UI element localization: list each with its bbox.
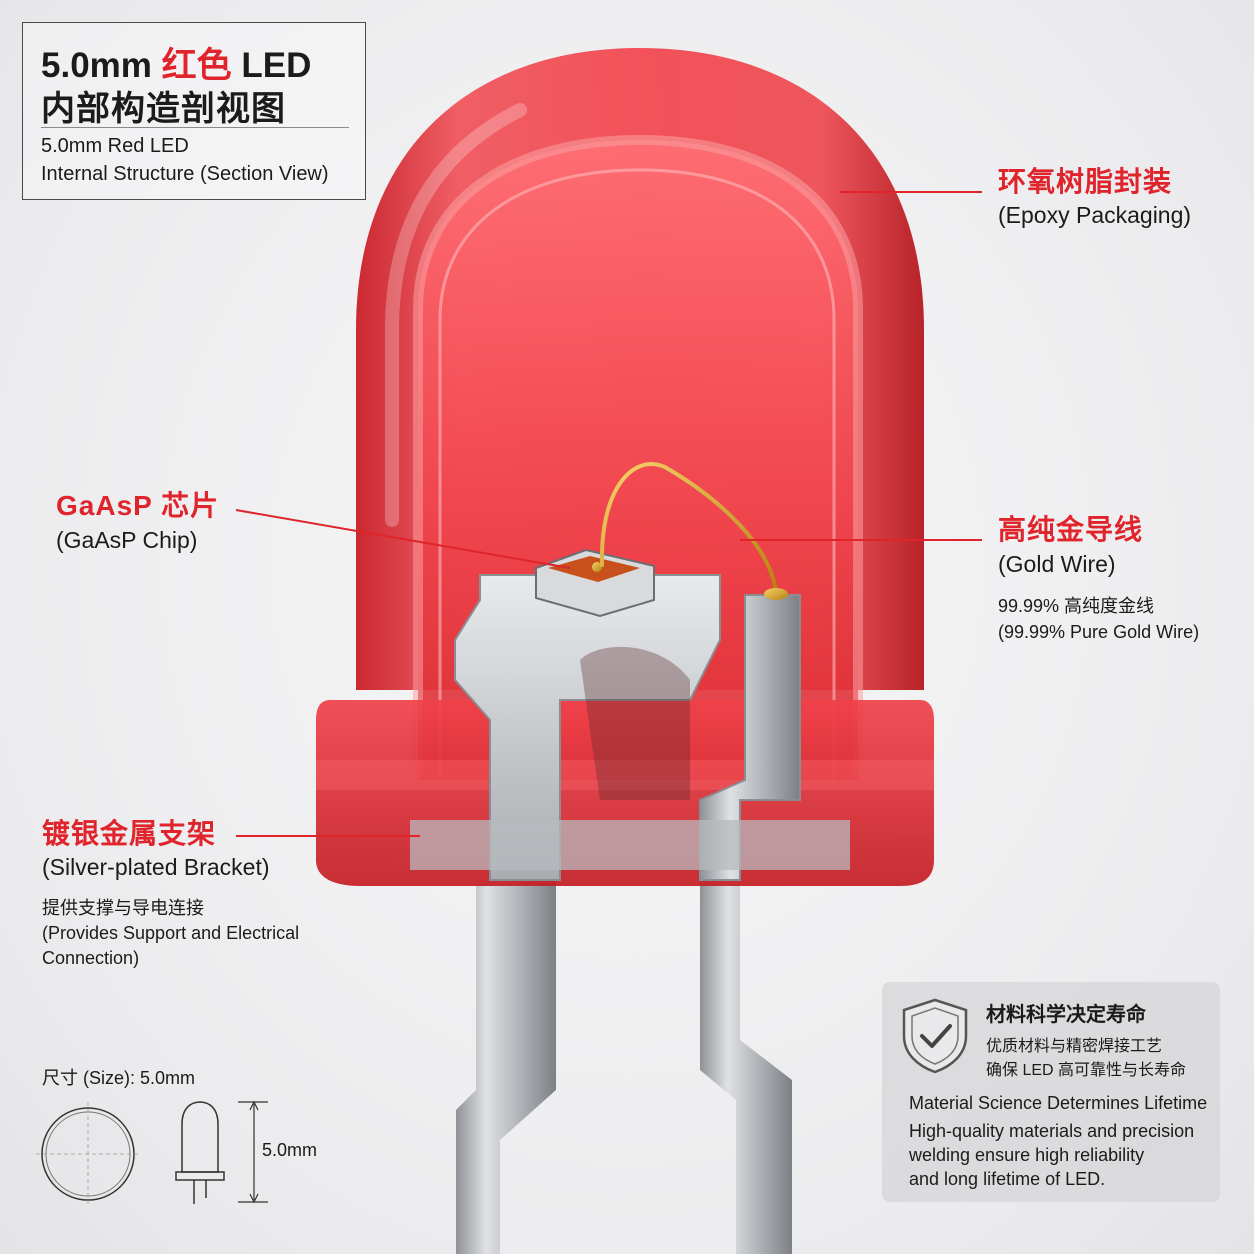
info-line3-en: and long lifetime of LED. xyxy=(909,1169,1106,1189)
title-divider xyxy=(41,127,349,128)
label-chip-en: (GaAsP Chip) xyxy=(56,527,198,553)
lead-left xyxy=(456,880,556,1254)
info-box: 材料科学决定寿命 优质材料与精密焊接工艺 确保 LED 高可靠性与长寿命 Mat… xyxy=(882,982,1220,1202)
title-red-word: 红色 xyxy=(161,46,232,85)
label-gold-wire-detail-cn: 99.99% 高纯度金线 xyxy=(998,596,1155,616)
size-dimension-label: 5.0mm xyxy=(262,1140,318,1160)
info-title-cn: 材料科学决定寿命 xyxy=(986,1004,1146,1026)
shield-check-icon xyxy=(902,998,968,1074)
size-diagram xyxy=(36,1100,268,1206)
info-line2-cn: 确保 LED 高可靠性与长寿命 xyxy=(986,1062,1187,1079)
lead-right xyxy=(700,880,792,1254)
silver-bracket xyxy=(410,574,850,881)
info-title-en: Material Science Determines Lifetime xyxy=(909,1093,1208,1113)
label-bracket-en: (Silver-plated Bracket) xyxy=(42,854,270,880)
label-bracket-detail-en-2: Connection) xyxy=(42,948,140,968)
info-line2-en: welding ensure high reliability xyxy=(909,1145,1145,1165)
top-view-circle-icon xyxy=(36,1102,140,1206)
info-line1-en: High-quality materials and precision xyxy=(909,1121,1195,1141)
title-en-line2: Internal Structure (Section View) xyxy=(41,163,329,185)
title-box: 5.0mm 红色 LED 内部构造剖视图 5.0mm Red LED Inter… xyxy=(22,22,366,200)
label-bracket-detail-cn: 提供支撑与导电连接 xyxy=(42,898,204,918)
label-bracket-cn: 镀银金属支架 xyxy=(42,818,217,849)
label-gold-wire-cn: 高纯金导线 xyxy=(998,514,1144,545)
title-en-line1: 5.0mm Red LED xyxy=(41,135,189,157)
label-bracket-detail-en-1: (Provides Support and Electrical xyxy=(42,923,300,943)
size-label: 尺寸 (Size): 5.0mm xyxy=(42,1068,196,1088)
label-epoxy-cn: 环氧树脂封装 xyxy=(998,166,1173,197)
dimension-arrow xyxy=(238,1100,268,1204)
label-gold-wire-en: (Gold Wire) xyxy=(998,551,1116,577)
page-subtitle-cn: 内部构造剖视图 xyxy=(41,90,286,128)
label-chip-cn: GaAsP 芯片 xyxy=(56,490,220,521)
gold-wire xyxy=(599,462,788,600)
label-gold-wire-detail-en: (99.99% Pure Gold Wire) xyxy=(998,622,1200,642)
side-view-led-icon xyxy=(175,1101,225,1204)
info-line1-cn: 优质材料与精密焊接工艺 xyxy=(986,1038,1163,1055)
label-epoxy-en: (Epoxy Packaging) xyxy=(998,202,1192,228)
page-title: 5.0mm 红色 LED xyxy=(41,46,312,85)
leader-lines xyxy=(235,191,982,837)
